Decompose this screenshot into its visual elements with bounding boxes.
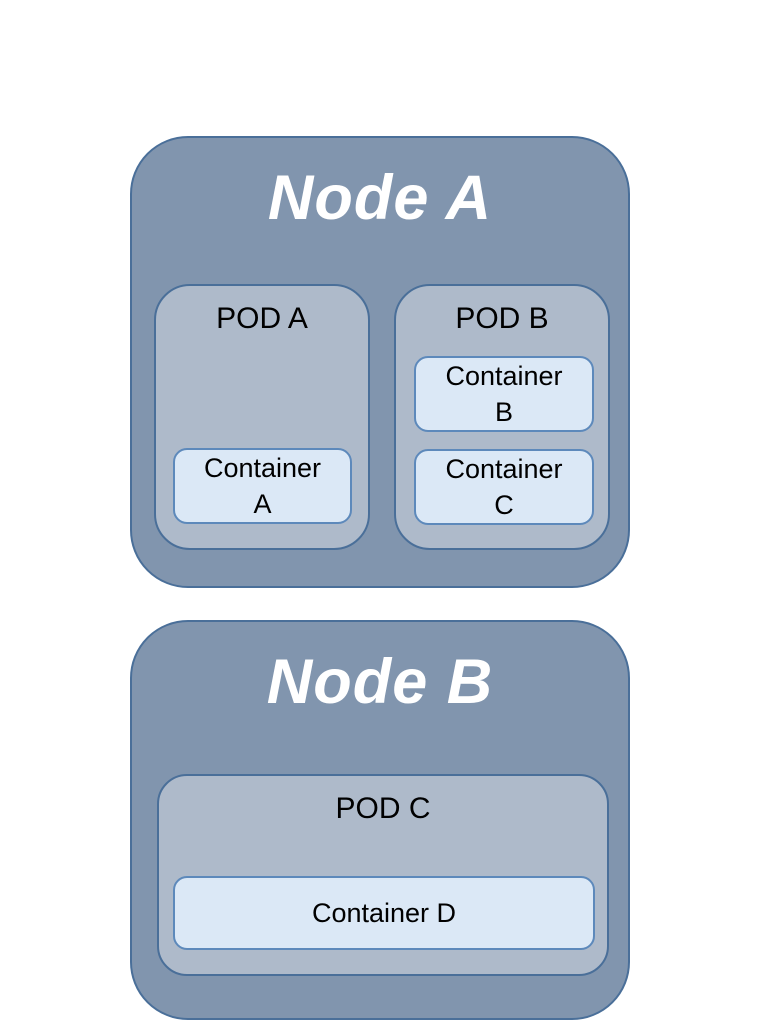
node-b-title: Node B xyxy=(266,647,494,717)
node-a-title: Node A xyxy=(267,163,493,233)
pod-b-label: POD B xyxy=(455,302,549,335)
container-a-label: Container A xyxy=(203,452,322,519)
pod-a-box: POD A Container A xyxy=(154,284,370,550)
pod-c-box: POD C Container D xyxy=(157,774,609,976)
pod-c-label: POD C xyxy=(335,792,431,825)
node-b-box: Node B POD C Container D xyxy=(130,620,630,1020)
container-a-box: Container A xyxy=(173,448,352,524)
pod-b-box: POD B Container B Container C xyxy=(394,284,610,550)
container-c-box: Container C xyxy=(414,449,594,525)
node-a-box: Node A POD A Container A POD B Container… xyxy=(130,136,630,588)
container-c-label: Container C xyxy=(445,453,563,520)
pod-a-label: POD A xyxy=(216,302,308,335)
container-d-box: Container D xyxy=(173,876,595,950)
container-b-box: Container B xyxy=(414,356,594,432)
container-d-label: Container D xyxy=(311,897,457,928)
container-b-label: Container B xyxy=(445,360,563,427)
